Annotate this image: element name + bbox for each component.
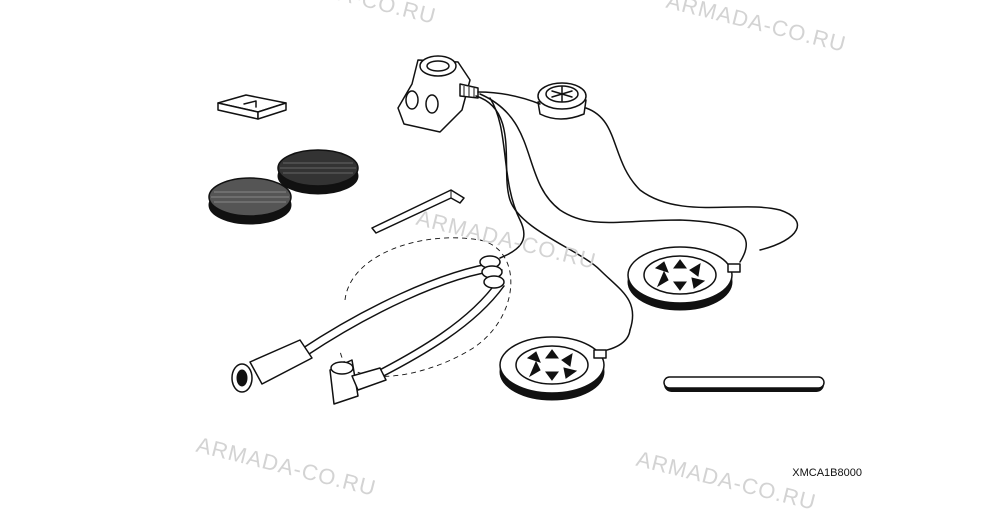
speaker-right-icon — [627, 246, 741, 311]
parts-illustration — [208, 55, 825, 405]
speaker-left-icon — [499, 336, 607, 401]
clip-icon — [217, 94, 287, 120]
microphone-icon — [397, 55, 479, 133]
mic-wires — [475, 91, 799, 353]
speaker-pad-dark-icon — [277, 149, 359, 195]
mic-knob-icon — [537, 82, 587, 120]
speaker-pad-grey-icon — [208, 177, 292, 225]
part-code-label: XMCA1B8000 — [792, 467, 862, 479]
cable-icon — [231, 237, 512, 405]
strip-icon — [663, 376, 825, 392]
hex-key-icon — [371, 189, 465, 234]
